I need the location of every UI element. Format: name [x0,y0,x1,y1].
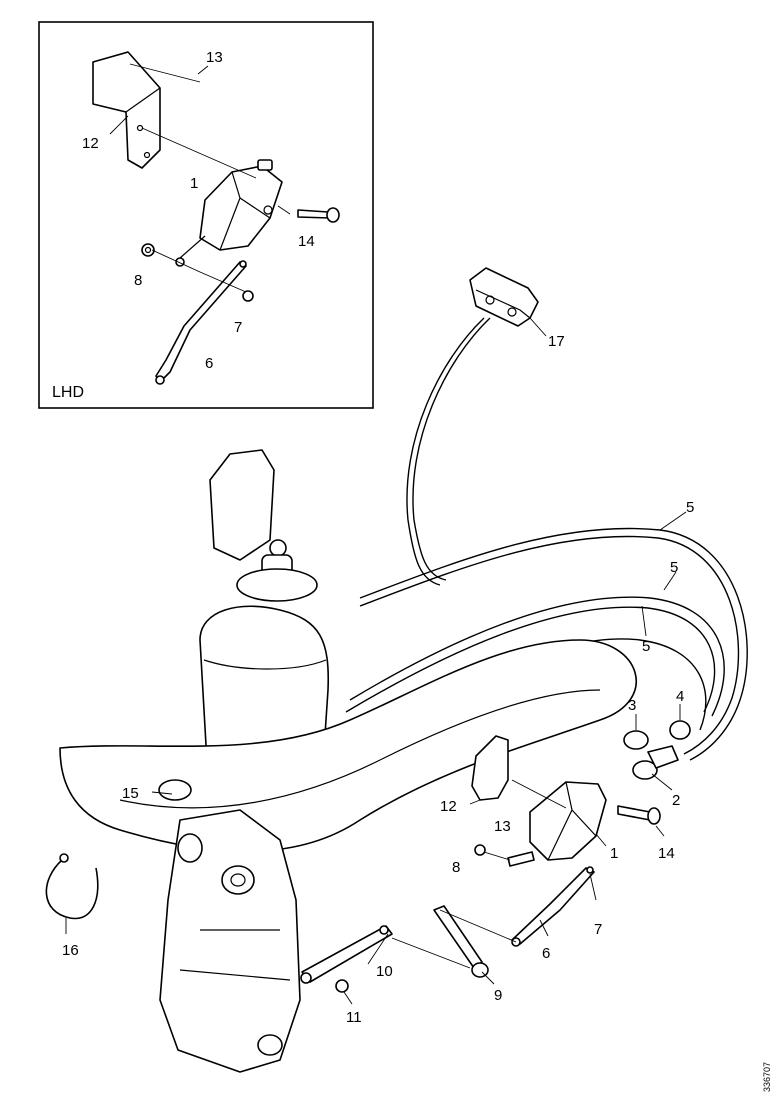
callout-15: 15 [122,785,139,802]
drawing-code: 336707 [762,1062,772,1092]
callout-8: 8 [452,859,460,876]
callout-5b: 5 [670,559,678,576]
nut-11 [335,979,349,993]
inset-callout-14: 14 [298,233,315,250]
inset-frame [38,21,374,409]
callout-5c: 5 [642,638,650,655]
callout-1: 1 [610,845,618,862]
callout-3: 3 [628,697,636,714]
inset-label: LHD [52,384,84,401]
rod-9 [433,905,483,969]
nut-8 [474,844,486,856]
inset-callout-12: 12 [82,135,99,152]
main-assembly: 17 5 5 5 3 4 2 15 12 13 1 14 8 7 6 16 10… [45,267,772,1092]
sensor-cable [406,317,485,586]
inset-callout-7: 7 [234,319,242,336]
callout-16: 16 [62,942,79,959]
clip-15 [158,779,192,801]
connector-group-3-4-2 [623,720,691,780]
inset-callout-1: 1 [190,175,198,192]
inset-callout-6: 6 [205,355,213,372]
inset-link-rod-6 [155,261,247,383]
inset-callout-13: 13 [206,49,223,66]
callout-12: 12 [440,798,457,815]
callout-10: 10 [376,963,393,980]
bracket-12 [471,735,509,801]
callout-7: 7 [594,921,602,938]
hose-clamp-16 [45,859,99,920]
callout-11: 11 [346,1009,362,1026]
inset-nut-7 [242,290,254,302]
harness-cable-5a [359,527,748,761]
callout-17: 17 [548,333,565,350]
lhd-inset: 13 12 1 14 8 7 6 LHD [38,21,374,409]
inset-bracket-12 [92,51,161,169]
harness-cable-5b [349,596,725,717]
callout-5a: 5 [686,499,694,516]
callout-2: 2 [672,792,680,809]
callout-6: 6 [542,945,550,962]
inset-callout-8: 8 [134,272,142,289]
inset-nut-8 [141,243,155,257]
callout-4: 4 [676,688,684,705]
inset-level-sensor-1 [199,165,283,251]
connector-17 [469,267,539,327]
callout-9: 9 [494,987,502,1004]
bolt-14 [617,805,651,821]
knuckle-assembly [159,809,301,1073]
callout-14: 14 [658,845,675,862]
link-rod-6 [511,867,595,945]
inset-bolt-14 [297,209,331,219]
callout-13: 13 [494,818,511,835]
